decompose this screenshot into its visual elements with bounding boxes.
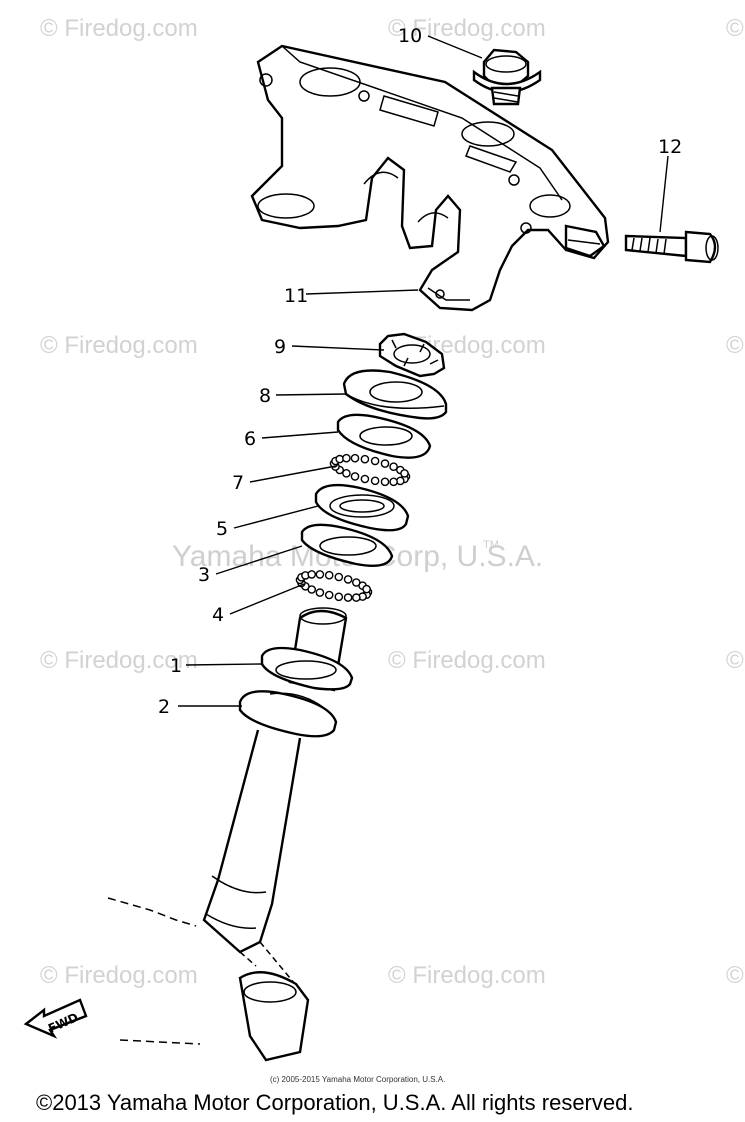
bearing-ball [324,570,334,580]
bearing-ball [334,592,344,602]
bearing-ball [360,474,370,484]
bearing-ball [342,453,351,463]
pinch-bolt-12-part [624,230,719,264]
bearing-ball [350,453,360,463]
callout-3: 3 [198,564,210,586]
footer-copyright: ©2013 Yamaha Motor Corporation, U.S.A. A… [36,1090,633,1115]
callout-2: 2 [158,696,170,718]
bearing-ball [380,459,390,468]
callout-4: 4 [212,604,224,626]
watermark-firedog: © Firedog.com [40,332,198,359]
bearing-ball [380,477,390,487]
bearing-cover-8-part [342,369,448,420]
upper-bracket-part [250,44,610,312]
upper-ball-ring-7-part [329,453,411,487]
watermark-firedog: © Firedog.com [388,15,546,42]
fwd-arrow-icon: FWD [23,998,88,1039]
bearing-ball [350,472,360,481]
bearing-ball [400,469,409,478]
callout-10: 10 [398,25,422,47]
watermark-firedog-edge: © [726,647,744,674]
upper-cup-race-5-part [314,483,410,532]
callout-8: 8 [259,385,271,407]
bearing-ball [315,570,325,579]
watermark-firedog-edge: © [726,332,744,359]
watermark-firedog-edge: © [726,15,744,42]
bearing-ball [342,468,351,478]
upper-race-6-part [336,413,432,459]
callout-12: 12 [658,136,682,158]
callout-1: 1 [170,655,182,677]
callout-11: 11 [284,285,308,307]
callout-7: 7 [232,472,244,494]
callout-5: 5 [216,518,228,540]
bearing-ball [315,588,325,597]
leader-lines [178,35,669,707]
watermark-firedog: © Firedog.com [40,15,198,42]
watermark-firedog: © Firedog.com [388,962,546,989]
bolt-10-part [472,48,542,106]
lower-ball-ring-4-part [295,570,373,602]
callout-6: 6 [244,428,256,450]
bearing-ball [343,593,353,602]
bearing-ball [307,570,317,579]
watermark-firedog: © Firedog.com [40,962,198,989]
callout-9: 9 [274,336,286,358]
castle-nut-9-part [378,332,446,378]
lower-cup-race-3-part [300,523,394,567]
steering-stem-part [107,607,354,1062]
bearing-ball [351,593,361,602]
callout-numbers: 10 12 11 9 8 6 7 5 3 4 1 2 [158,25,682,718]
bearing-ball [343,575,353,584]
bearing-ball [324,590,334,600]
watermark-firedog: © Firedog.com [388,647,546,674]
watermark-firedog-edge: © [726,962,744,989]
bearing-ball [362,584,371,594]
bearing-ball [389,462,398,472]
watermark-firedog: © Firedog.com [40,647,198,674]
bearing-ball [389,477,398,487]
bearing-ball [334,572,344,582]
bearing-ball [370,476,380,486]
bearing-ball [360,454,370,464]
watermark-tm: TM [483,539,499,551]
small-copyright: (c) 2005-2015 Yamaha Motor Corporation, … [270,1075,445,1084]
bearing-ball [370,456,380,466]
